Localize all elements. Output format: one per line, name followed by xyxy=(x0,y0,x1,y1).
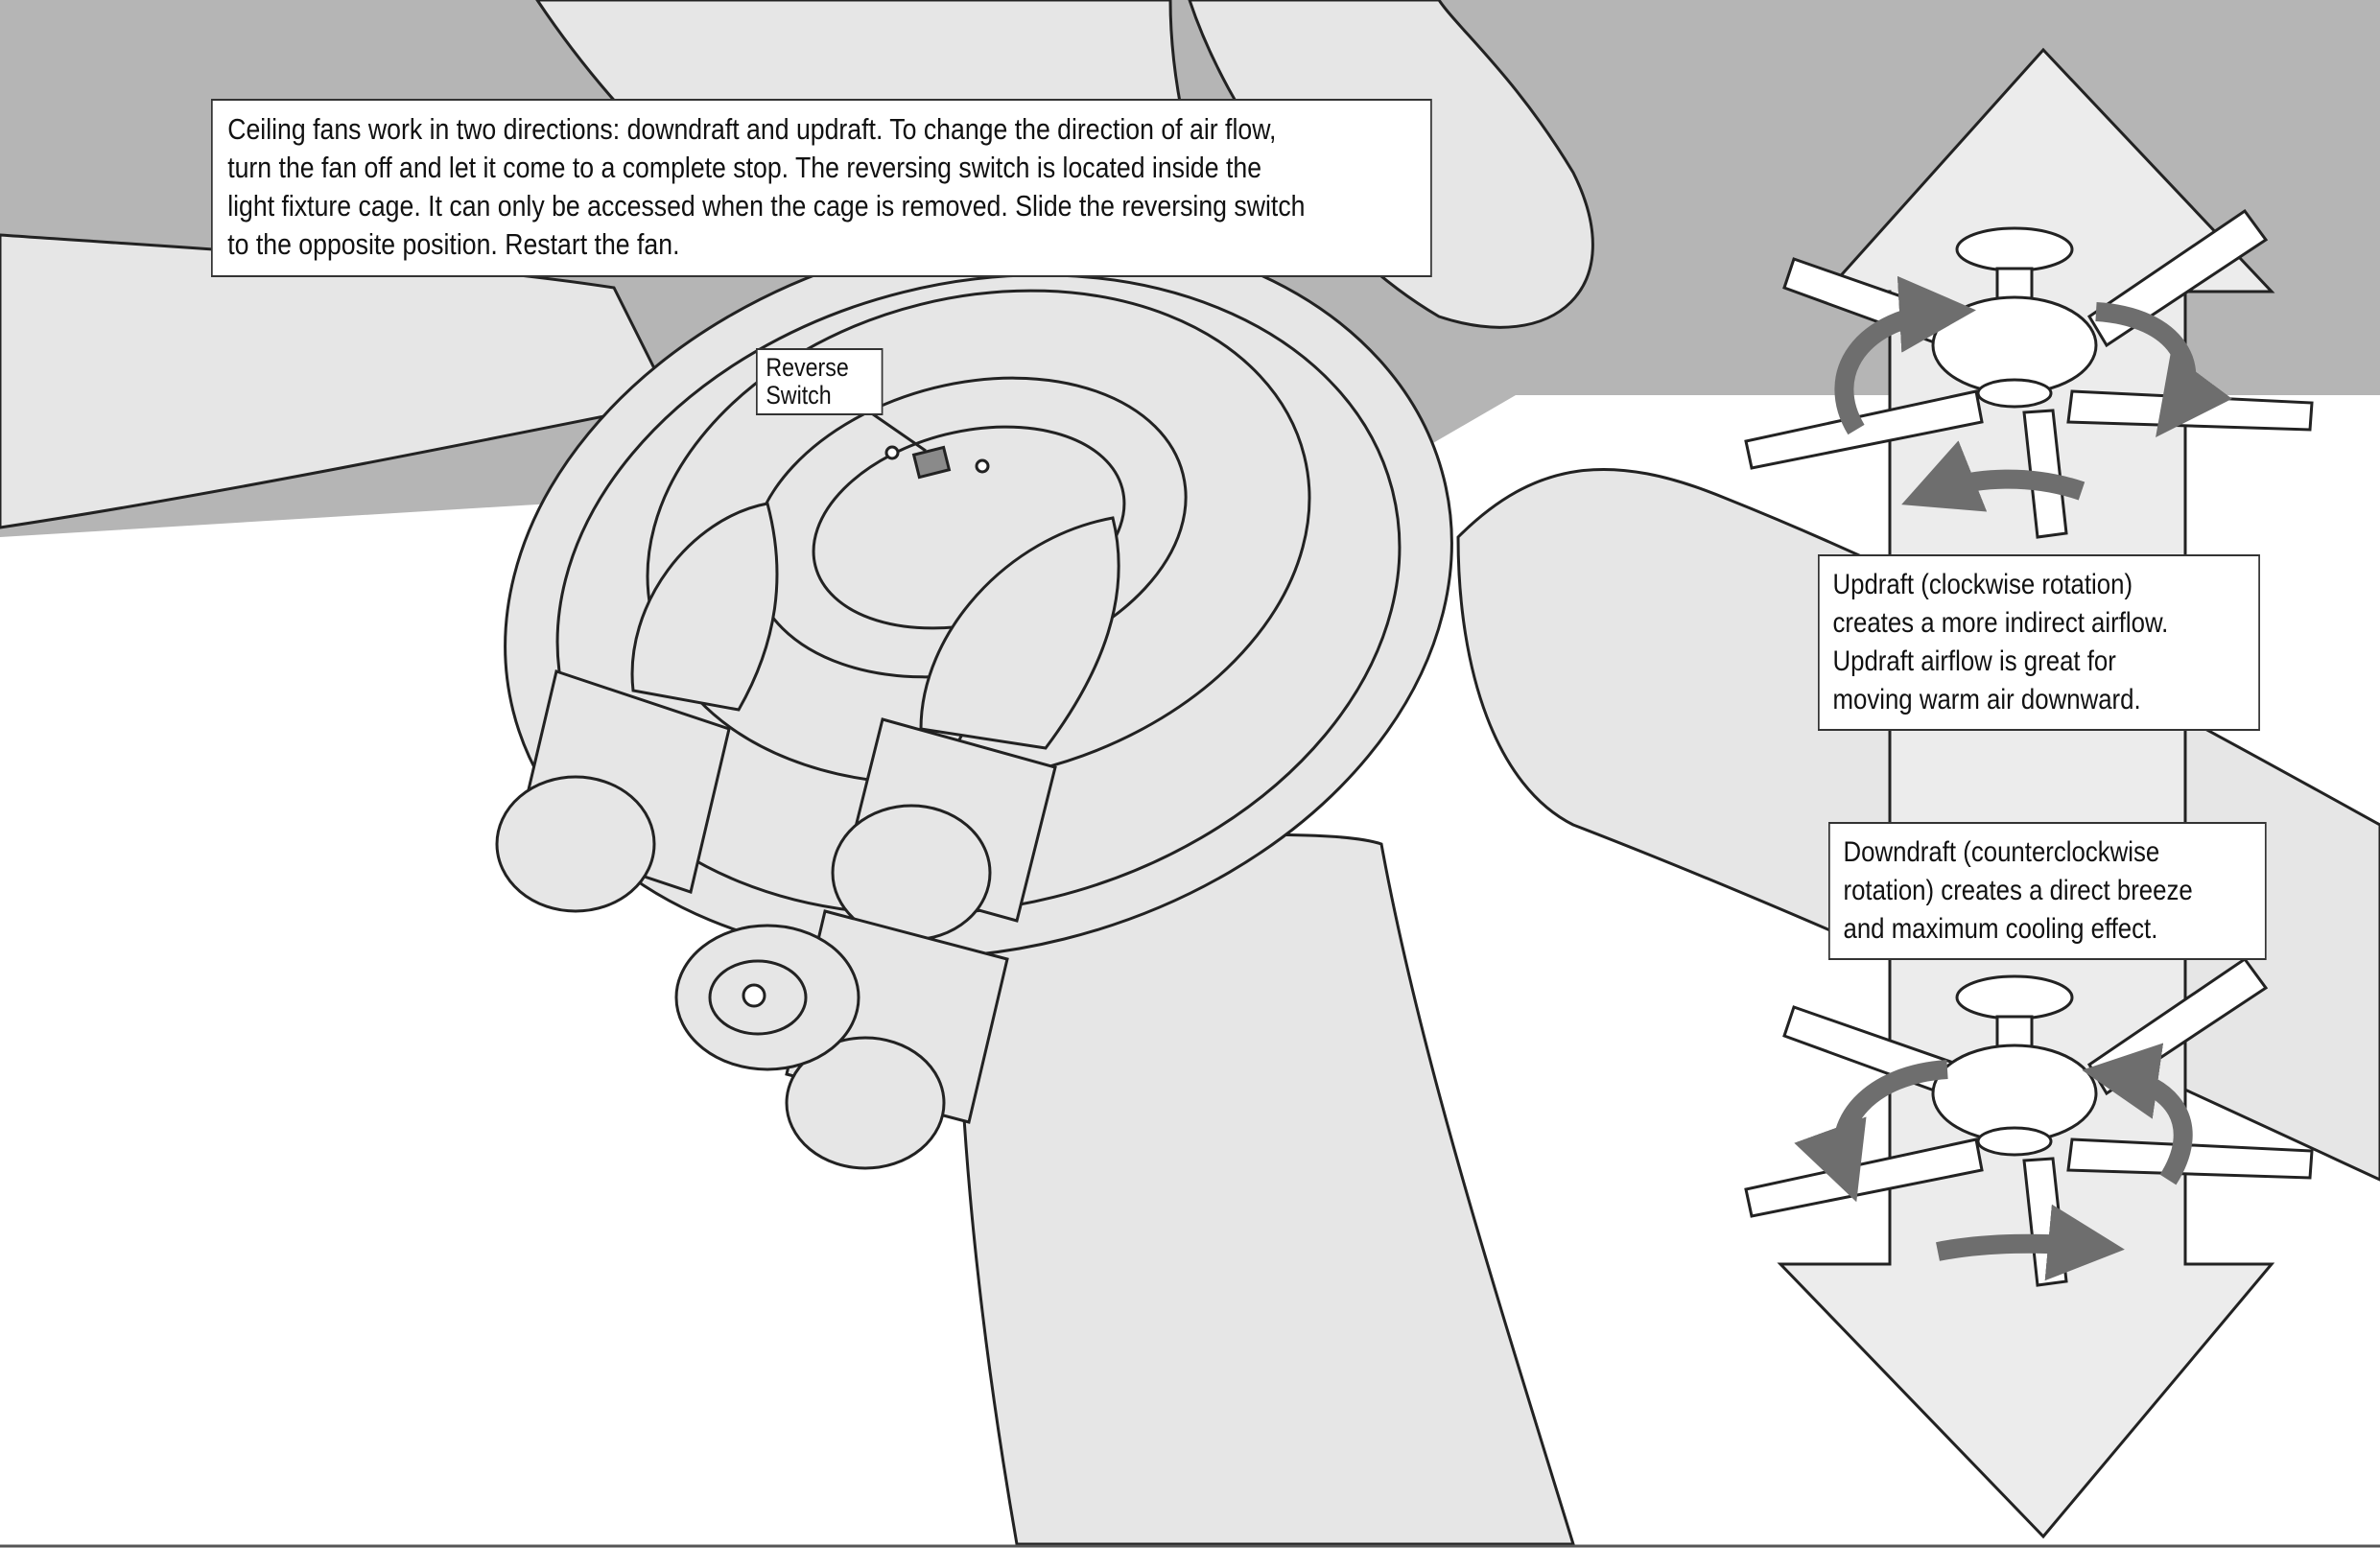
socket-bottom-cap xyxy=(785,1036,946,1170)
socket-left-cap xyxy=(495,775,656,913)
downdraft-fan xyxy=(1744,956,2314,1287)
bulb-right xyxy=(919,516,1120,750)
bulb-left xyxy=(630,502,779,712)
hub-screw xyxy=(742,983,766,1008)
downdraft-callout: Downdraft (counterclockwise rotation) cr… xyxy=(1828,822,2267,960)
instructions-callout: Ceiling fans work in two directions: dow… xyxy=(211,99,1432,277)
reverse-switch xyxy=(884,445,990,480)
updraft-fan xyxy=(1744,208,2314,539)
updraft-callout: Updraft (clockwise rotation) creates a m… xyxy=(1818,554,2260,731)
light-kit xyxy=(495,502,1120,1170)
reverse-switch-label: Reverse Switch xyxy=(756,348,884,415)
